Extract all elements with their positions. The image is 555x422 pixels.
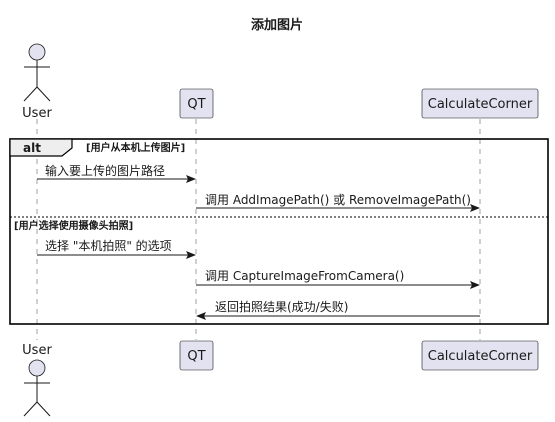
message-3: 选择 "本机拍照" 的选项: [37, 238, 196, 259]
alt-fragment: alt [用户从本机上传图片] [用户选择使用摄像头拍照]: [9, 138, 549, 325]
participant-calculatecorner-bottom: CalculateCorner: [421, 340, 539, 371]
message-5: 返回拍照结果(成功/失败): [196, 299, 480, 320]
arrowhead-icon: [196, 312, 206, 320]
participant-label: CalculateCorner: [428, 97, 533, 112]
participant-box: [421, 340, 539, 371]
message-1: 输入要上传的图片路径: [37, 163, 196, 183]
diagram-title: 添加图片: [251, 17, 303, 33]
actor-head-icon: [28, 359, 46, 377]
actor-user-bottom: User: [22, 343, 52, 417]
message-label: 选择 "本机拍照" 的选项: [45, 238, 172, 253]
alt-guard-1: [用户从本机上传图片]: [86, 141, 185, 154]
alt-keyword: alt: [23, 141, 41, 155]
actor-label: User: [22, 106, 52, 121]
participant-label: CalculateCorner: [428, 349, 533, 364]
alt-guard-2: [用户选择使用摄像头拍照]: [14, 219, 133, 232]
participant-box: [421, 88, 539, 119]
participant-box: [179, 88, 214, 119]
message-label: 调用 CaptureImageFromCamera(): [205, 269, 404, 283]
participant-label: QT: [187, 97, 205, 112]
message-2: 调用 AddImagePath() 或 RemoveImagePath(): [196, 193, 480, 212]
message-label: 返回拍照结果(成功/失败): [215, 299, 348, 314]
arrowhead-icon: [186, 175, 196, 183]
actor-head-icon: [28, 43, 46, 61]
message-4: 调用 CaptureImageFromCamera(): [196, 269, 480, 289]
participant-box: [179, 340, 214, 371]
arrowhead-icon: [470, 204, 480, 212]
message-label: 输入要上传的图片路径: [45, 163, 165, 178]
arrowhead-icon: [470, 281, 480, 289]
participant-label: QT: [187, 349, 205, 364]
alt-frame: [9, 138, 549, 325]
actor-label: User: [22, 343, 52, 358]
actor-user-top: User: [22, 43, 52, 121]
message-label: 调用 AddImagePath() 或 RemoveImagePath(): [205, 193, 471, 207]
participant-calculatecorner-top: CalculateCorner: [421, 88, 539, 119]
participant-qt-top: QT: [179, 88, 214, 119]
participant-qt-bottom: QT: [179, 340, 214, 371]
arrowhead-icon: [186, 251, 196, 259]
alt-tab: [9, 138, 73, 157]
